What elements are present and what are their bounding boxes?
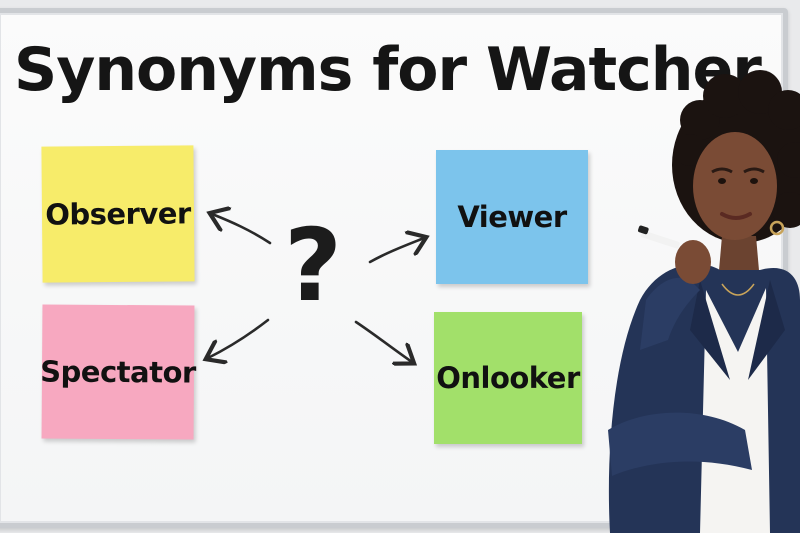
board-title: Synonyms for Watcher [14, 35, 762, 105]
arrow-to-spectator [208, 318, 270, 358]
arrow-to-onlooker [354, 320, 412, 362]
sticky-note-viewer: Viewer [436, 150, 588, 284]
sticky-note-label: Onlooker [436, 361, 580, 395]
sticky-note-onlooker: Onlooker [434, 312, 582, 444]
arrow-to-viewer [368, 238, 424, 264]
thinking-woman-icon [608, 70, 800, 533]
arrow-to-observer [212, 214, 272, 245]
question-mark: ? [284, 207, 343, 324]
sticky-note-label: Viewer [457, 200, 567, 234]
